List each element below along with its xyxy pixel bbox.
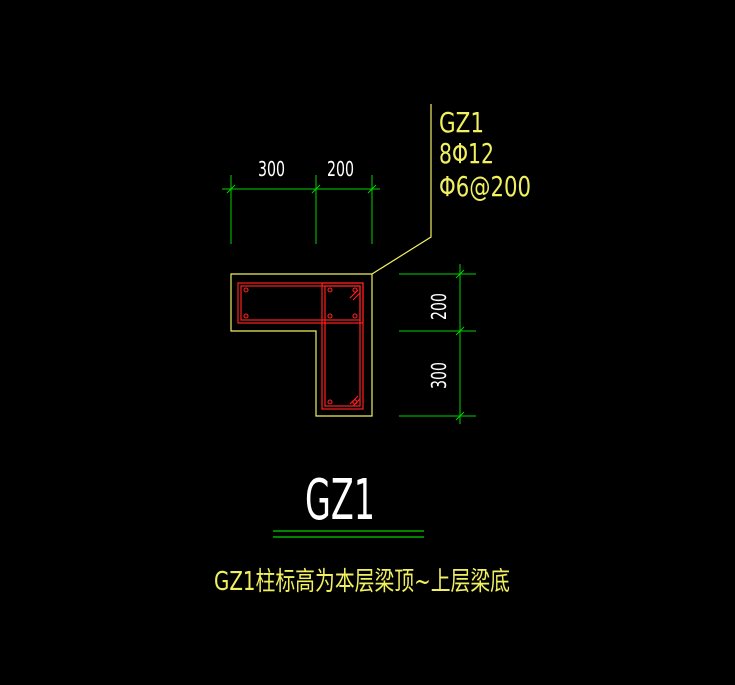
callout-leader: [371, 104, 432, 275]
callout-name: GZ1: [439, 106, 484, 139]
stirrups: [237, 282, 364, 410]
dim-right-lower: 300: [427, 362, 451, 389]
column-outline: [230, 273, 373, 417]
callout-longitudinal: 8Φ12: [439, 137, 494, 170]
dim-top-left: 300: [258, 157, 285, 181]
callout-stirrups: Φ6@200: [439, 170, 531, 203]
rebar-dots: [243, 287, 358, 405]
right-dimension: [399, 264, 476, 424]
drawing-title: GZ1: [305, 468, 375, 533]
elevation-note: GZ1柱标高为本层梁顶~上层梁底: [214, 567, 510, 597]
dim-top-right: 200: [327, 157, 354, 181]
top-dimension: [222, 175, 380, 244]
dim-right-upper: 200: [427, 293, 451, 320]
